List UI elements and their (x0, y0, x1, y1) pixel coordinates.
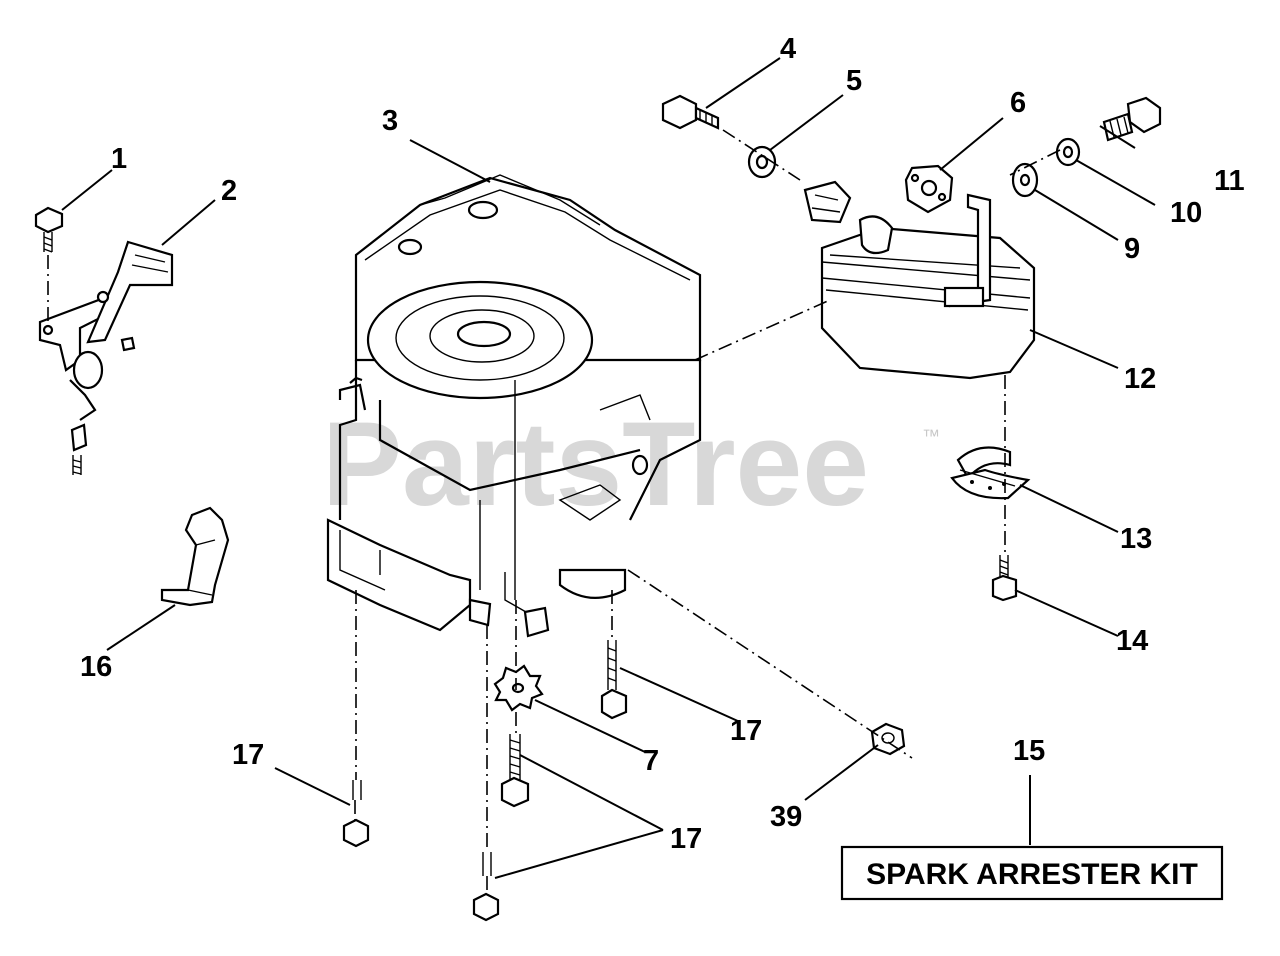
engine-block-icon[interactable] (326, 174, 702, 638)
spark-arrester-kit-label: SPARK ARRESTER KIT (866, 858, 1198, 891)
bolt-17-bottom-icon[interactable] (472, 852, 500, 922)
washer-9-icon[interactable] (1011, 162, 1039, 198)
lockwasher-10-icon[interactable] (1055, 137, 1081, 167)
callout-4: 4 (780, 33, 796, 65)
spark-arrester-screen-icon[interactable] (950, 446, 1031, 500)
lockwasher-7-icon[interactable] (493, 664, 544, 712)
spark-arrester-kit-box[interactable] (840, 845, 1224, 901)
callout-7: 7 (643, 745, 659, 777)
bolt-4-icon[interactable] (661, 94, 720, 130)
callout-6: 6 (1010, 87, 1026, 119)
bolt-17-long-icon[interactable] (500, 734, 530, 808)
callout-17-bottom: 17 (670, 823, 702, 855)
screw-14-icon[interactable] (991, 555, 1018, 602)
callout-2: 2 (221, 175, 237, 207)
callout-13: 13 (1120, 523, 1152, 555)
callout-3: 3 (382, 105, 398, 137)
callout-39: 39 (770, 801, 802, 833)
callout-15: 15 (1013, 735, 1045, 767)
watermark-text: PartsTree (322, 397, 869, 531)
watermark-trademark: ™ (922, 426, 940, 446)
callout-14: 14 (1116, 625, 1148, 657)
callout-5: 5 (846, 65, 862, 97)
screw-1-icon[interactable] (34, 206, 64, 253)
callout-16: 16 (80, 651, 112, 683)
callout-10: 10 (1170, 197, 1202, 229)
callout-12: 12 (1124, 363, 1156, 395)
throttle-control-icon[interactable] (38, 240, 174, 475)
bolt-17-left-icon[interactable] (342, 780, 370, 848)
callout-9: 9 (1124, 233, 1140, 265)
muffler-icon[interactable] (820, 193, 1036, 380)
callout-17-left: 17 (232, 739, 264, 771)
gasket-icon[interactable] (904, 164, 954, 214)
callout-1: 1 (111, 143, 127, 175)
bolt-17-center-icon[interactable] (600, 640, 628, 720)
exhaust-port-icon (803, 180, 852, 224)
callout-11: 11 (1214, 165, 1245, 197)
bracket-16-icon[interactable] (160, 506, 230, 607)
callout-17-center: 17 (730, 715, 762, 747)
